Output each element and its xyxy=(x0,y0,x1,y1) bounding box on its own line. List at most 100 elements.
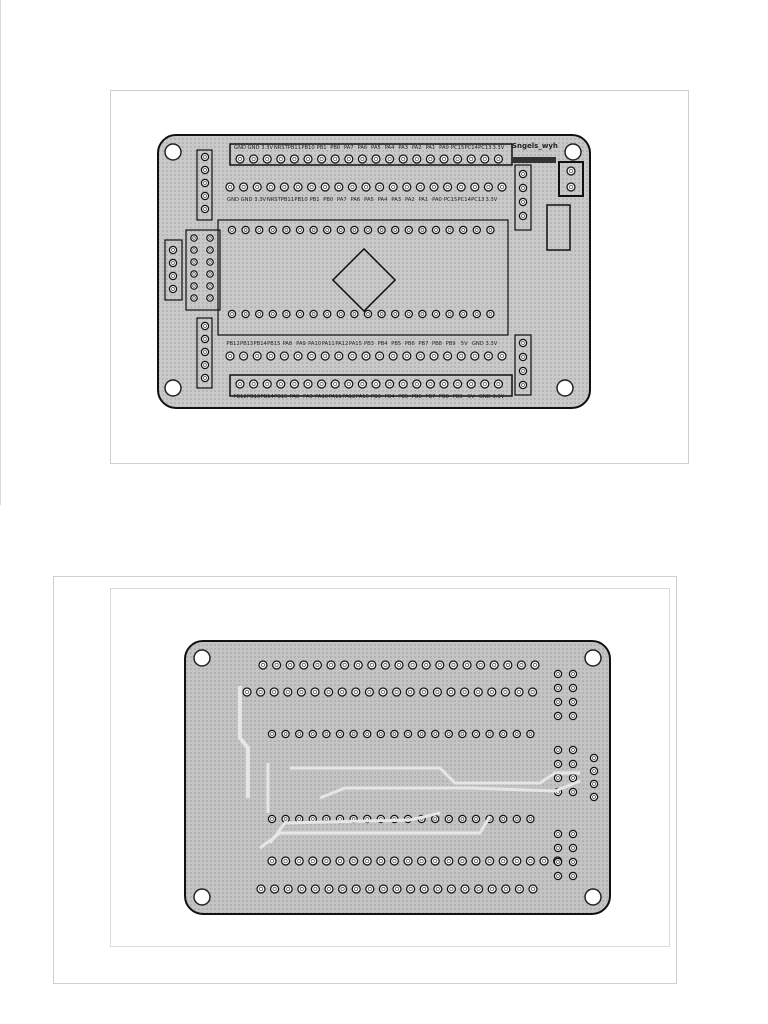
bottom-pin xyxy=(376,856,386,866)
mcu-pin xyxy=(459,225,468,235)
mcu-pin xyxy=(363,225,373,235)
header-pin-label: PB9 xyxy=(453,394,463,400)
header-pin xyxy=(307,351,317,361)
bottom-pin xyxy=(435,660,445,670)
header-pin-label: PC13 xyxy=(471,197,484,203)
header-pin xyxy=(276,379,286,389)
header-pin xyxy=(443,182,453,192)
left-pin xyxy=(200,334,210,344)
bottom-pin xyxy=(283,687,293,697)
left-pin xyxy=(200,373,210,383)
bottom-pin xyxy=(267,814,277,824)
header-pin xyxy=(235,379,245,389)
left-pin xyxy=(206,270,214,278)
header-pin xyxy=(317,154,327,164)
bottom-pin xyxy=(568,857,578,867)
left-pin xyxy=(200,165,210,175)
bottom-pin xyxy=(365,884,375,894)
bottom-pin xyxy=(553,843,563,853)
left-pin xyxy=(200,152,210,162)
header-pin xyxy=(483,351,493,361)
bottom-pin xyxy=(285,660,295,670)
bottom-pin xyxy=(256,884,266,894)
left-pin xyxy=(206,294,214,302)
header-pin xyxy=(385,379,395,389)
mcu-pin xyxy=(377,309,386,319)
header-pin xyxy=(303,379,313,389)
header-pin-label: PA5 xyxy=(371,145,381,151)
bottom-pin xyxy=(485,729,494,739)
bottom-pin xyxy=(432,687,442,697)
right-pin xyxy=(518,352,528,362)
header-pin-label: PB15 xyxy=(274,394,287,400)
mcu-pin xyxy=(309,225,318,235)
header-pin xyxy=(320,182,330,192)
bottom-pin xyxy=(326,660,336,670)
header-pin xyxy=(412,154,422,164)
header-pin xyxy=(330,379,340,389)
bottom-pin xyxy=(310,884,320,894)
left-pin xyxy=(200,321,210,331)
bottom-pin xyxy=(553,683,563,693)
bottom-pin xyxy=(283,884,293,894)
header-pin-label: PC15 xyxy=(444,197,457,203)
power-connector xyxy=(558,161,584,197)
left-pin xyxy=(200,360,210,370)
bottom-pin xyxy=(430,856,440,866)
header-pin xyxy=(456,351,466,361)
bottom-pin xyxy=(297,884,307,894)
bottom-pin xyxy=(308,856,318,866)
bottom-pin xyxy=(471,814,481,824)
header-pin xyxy=(334,182,344,192)
header-pin-label: PA0 xyxy=(439,145,449,151)
bottom-pin xyxy=(281,729,290,739)
header-pin xyxy=(439,154,449,164)
header-pin xyxy=(398,154,408,164)
bottom-pin xyxy=(448,660,458,670)
left-pin xyxy=(168,258,178,268)
bottom-pin xyxy=(473,687,483,697)
mcu-pin xyxy=(322,309,332,319)
header-pin-label: PB10 xyxy=(301,145,314,151)
right-pin xyxy=(518,169,528,179)
bottom-pin xyxy=(351,884,361,894)
header-pin-label: PA15 xyxy=(349,341,362,347)
mcu-pin xyxy=(227,309,237,319)
bottom-pin xyxy=(487,884,497,894)
mcu-pin xyxy=(254,225,264,235)
mcu-pin xyxy=(336,309,345,319)
bottom-pin xyxy=(322,729,331,739)
bottom-pin xyxy=(444,814,453,824)
bottom-pin xyxy=(553,745,563,755)
header-pin-label: GND xyxy=(241,197,253,203)
bottom-pin xyxy=(474,884,484,894)
header-pin-label: PB6 xyxy=(412,394,422,400)
header-pin xyxy=(497,182,507,192)
header-pin xyxy=(357,379,367,389)
bottom-pin xyxy=(406,884,416,894)
bottom-pin xyxy=(431,814,440,824)
header-pin-label: PB12 xyxy=(226,341,239,347)
header-pin-label: PC14 xyxy=(465,145,479,151)
left-header-mid xyxy=(185,229,221,311)
header-pin xyxy=(252,182,262,192)
header-pin-label: PA4 xyxy=(378,197,388,203)
header-pin-label: PA3 xyxy=(391,197,401,203)
bottom-pin xyxy=(589,753,599,763)
header-pin xyxy=(289,379,299,389)
header-pin xyxy=(388,182,398,192)
header-pin xyxy=(402,351,412,361)
mcu-pin xyxy=(445,225,454,235)
header-pin xyxy=(289,154,299,164)
header-pin-label: PC13 xyxy=(478,145,491,151)
bottom-pin xyxy=(589,766,599,776)
bottom-pin xyxy=(380,660,390,670)
header-pin xyxy=(334,351,344,361)
board-outline-bottom xyxy=(184,640,611,915)
right-pin xyxy=(518,211,528,221)
header-bottom-pins xyxy=(235,379,503,389)
header-pin-label: PB0 xyxy=(323,197,333,203)
bottom-pin xyxy=(403,729,413,739)
header-pin-label: PA6 xyxy=(358,145,368,151)
